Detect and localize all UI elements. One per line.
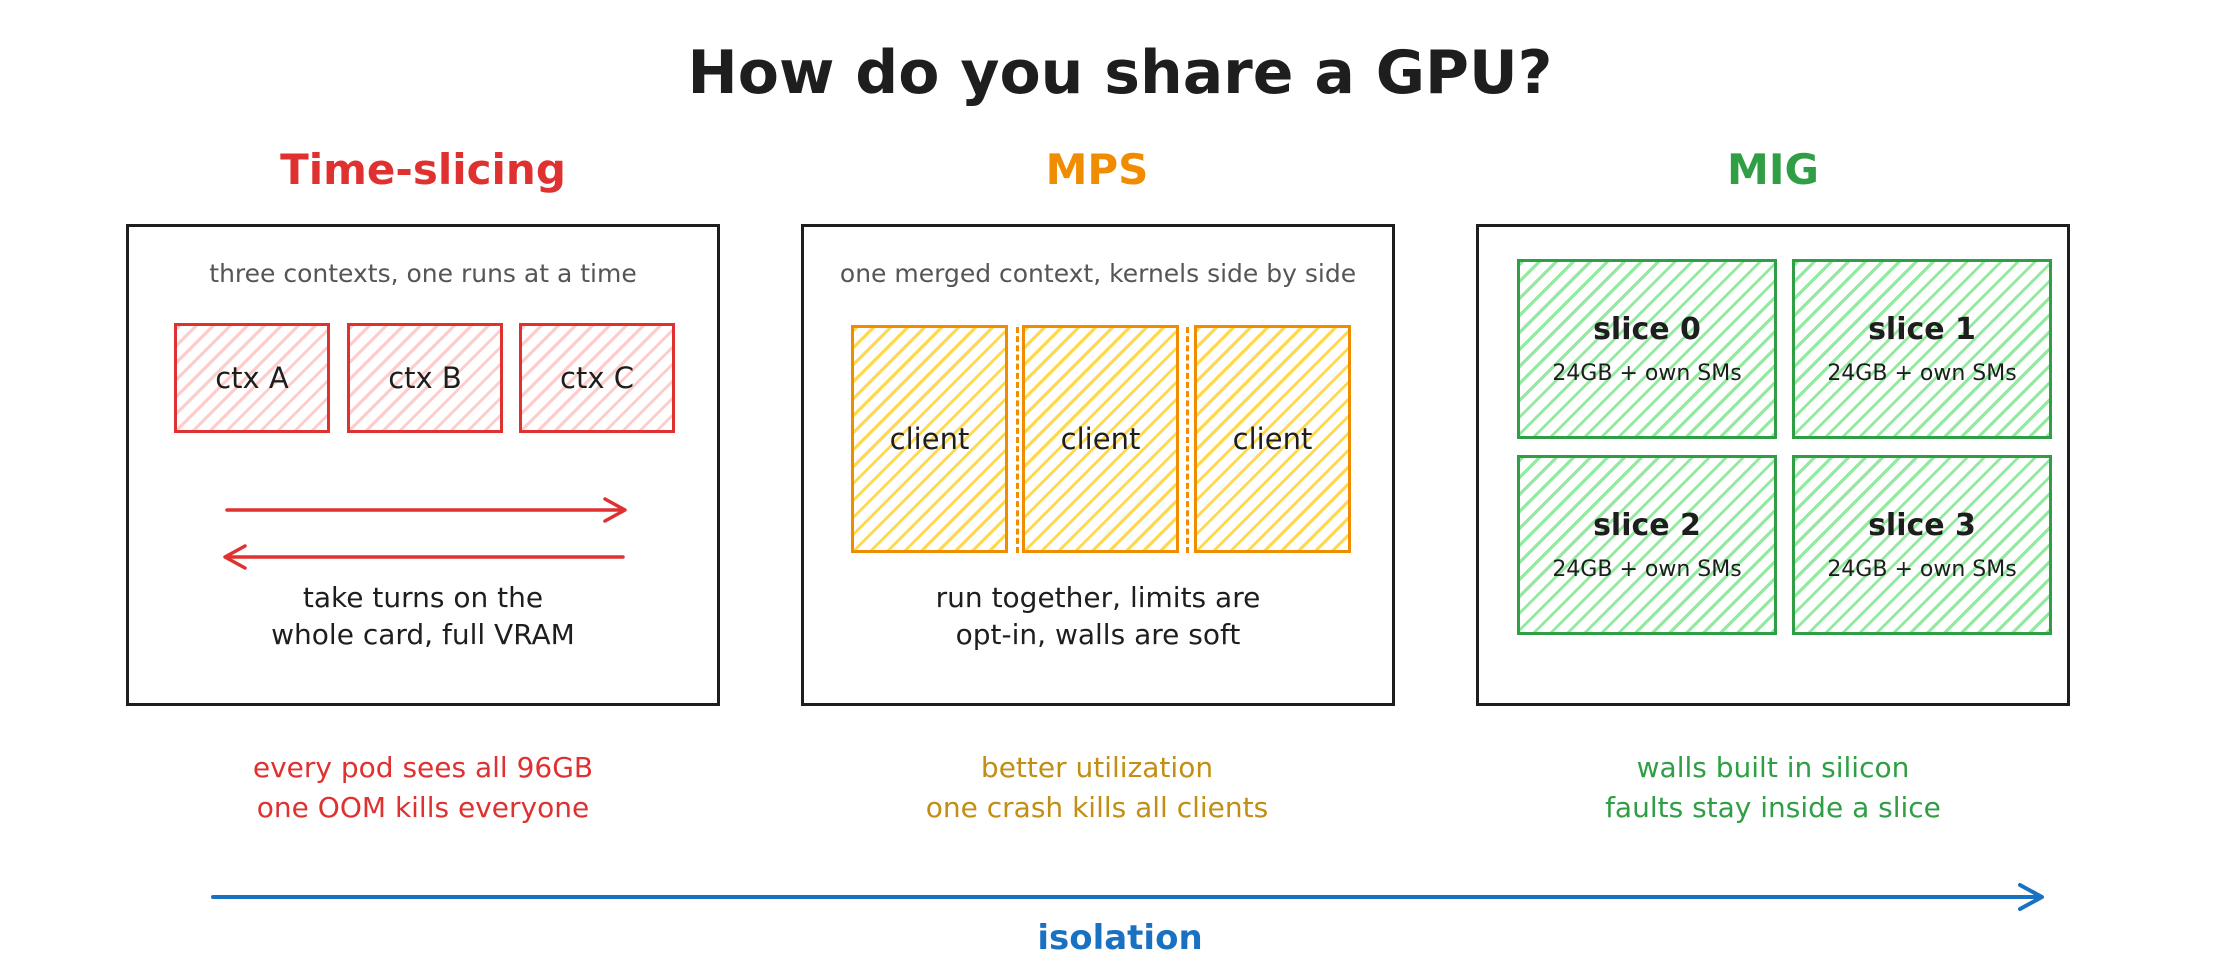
caption-line: opt-in, walls are soft [955, 618, 1241, 651]
soft-wall-divider [1016, 327, 1019, 553]
slice-name: slice 3 [1868, 508, 1976, 543]
time-slicing-subtitle: three contexts, one runs at a time [209, 259, 637, 288]
client-box-2: client [1022, 325, 1179, 553]
time-slicing-note: every pod sees all 96GB one OOM kills ev… [123, 748, 723, 828]
soft-wall-divider [1186, 327, 1189, 553]
forward-arrow-icon [225, 497, 627, 523]
arrow-right-icon [211, 883, 2044, 911]
slice-detail: 24GB + own SMs [1552, 361, 1742, 386]
mig-slice-3: slice 3 24GB + own SMs [1792, 455, 2052, 635]
slice-name: slice 2 [1593, 508, 1701, 543]
time-slicing-panel: three contexts, one runs at a time ctx A… [126, 224, 720, 706]
isolation-label: isolation [1037, 918, 1203, 958]
slice-detail: 24GB + own SMs [1827, 557, 2017, 582]
context-box-a: ctx A [174, 323, 330, 433]
context-label: ctx A [215, 361, 289, 395]
turn-taking-arrows [223, 497, 627, 570]
context-box-b: ctx B [347, 323, 503, 433]
note-line: every pod sees all 96GB [252, 751, 594, 784]
backward-arrow-icon [223, 544, 625, 570]
context-label: ctx B [388, 361, 462, 395]
mps-caption: run together, limits are opt-in, walls a… [804, 579, 1392, 653]
mig-slice-0: slice 0 24GB + own SMs [1517, 259, 1777, 439]
caption-line: run together, limits are [935, 581, 1261, 614]
mps-heading: MPS [1045, 145, 1149, 194]
context-box-c: ctx C [519, 323, 675, 433]
slice-name: slice 0 [1593, 312, 1701, 347]
client-label: client [1060, 422, 1141, 456]
slice-name: slice 1 [1868, 312, 1976, 347]
mig-slice-1: slice 1 24GB + own SMs [1792, 259, 2052, 439]
time-slicing-caption: take turns on the whole card, full VRAM [129, 579, 717, 653]
page-title: How do you share a GPU? [687, 38, 1553, 108]
client-box-1: client [851, 325, 1008, 553]
note-line: better utilization [980, 751, 1214, 784]
client-label: client [889, 422, 970, 456]
caption-line: take turns on the [302, 581, 544, 614]
mig-heading: MIG [1727, 145, 1819, 194]
note-line: walls built in silicon [1636, 751, 1910, 784]
note-line: faults stay inside a slice [1605, 791, 1941, 824]
mig-note: walls built in silicon faults stay insid… [1473, 748, 2073, 828]
slice-detail: 24GB + own SMs [1827, 361, 2017, 386]
note-line: one crash kills all clients [925, 791, 1269, 824]
caption-line: whole card, full VRAM [271, 618, 575, 651]
mps-panel: one merged context, kernels side by side… [801, 224, 1395, 706]
context-label: ctx C [560, 361, 634, 395]
client-box-3: client [1194, 325, 1351, 553]
client-label: client [1232, 422, 1313, 456]
mig-slice-2: slice 2 24GB + own SMs [1517, 455, 1777, 635]
slice-detail: 24GB + own SMs [1552, 557, 1742, 582]
mig-panel: slice 0 24GB + own SMs slice 1 24GB + ow… [1476, 224, 2070, 706]
note-line: one OOM kills everyone [256, 791, 590, 824]
time-slicing-heading: Time-slicing [280, 145, 566, 194]
mps-subtitle: one merged context, kernels side by side [839, 259, 1357, 288]
mps-note: better utilization one crash kills all c… [797, 748, 1397, 828]
